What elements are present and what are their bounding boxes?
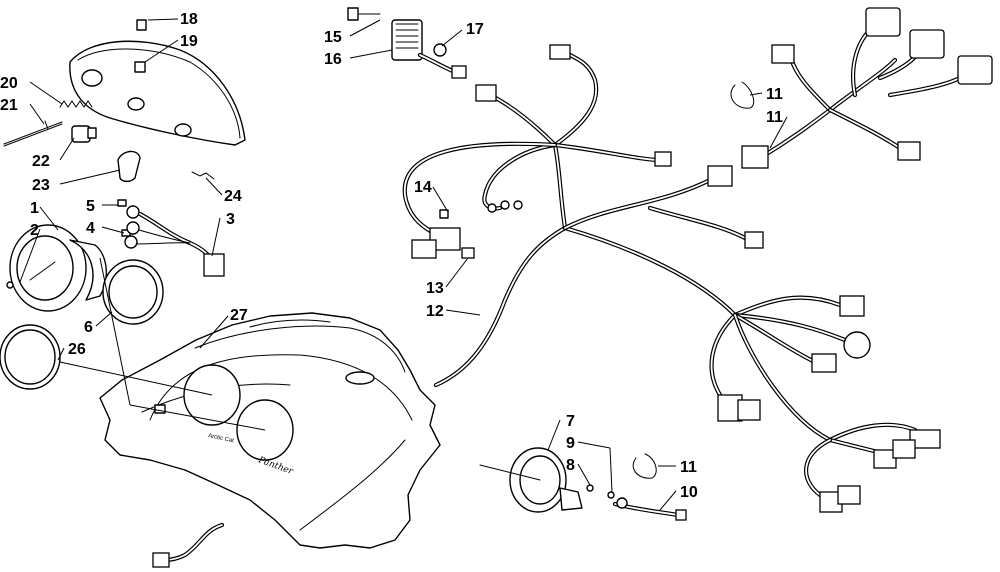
main-wiring-harness [402,44,941,513]
callout-25: 24 [224,188,242,205]
callout-23: 22 [32,153,50,170]
callout-15: 14 [414,179,432,196]
callout-26: 26 [68,341,86,358]
callout-11-upper: 11 [766,86,783,103]
callout-3: 3 [226,211,235,228]
hood-logo-decal: Arctic Cat [208,433,235,444]
callout-10: 10 [680,484,698,501]
callout-4: 4 [86,220,95,237]
relay-assembly [347,7,467,79]
callout-19: 18 [180,11,198,28]
callout-labels: 18 19 20 21 22 23 24 1 2 5 4 3 6 26 27 1… [0,11,783,501]
callout-11-lower: 11 [680,459,697,476]
callout-14: 13 [426,280,444,297]
callout-1: 1 [30,200,39,217]
gauge-assembly [0,199,225,390]
upper-right-harness [730,7,993,169]
callout-27: 27 [230,307,248,324]
callout-5: 5 [86,198,95,215]
headlight-assembly [3,19,246,183]
hood-console: Arctic Cat Panther [99,312,441,568]
callout-13: 12 [426,303,444,320]
callout-18: 17 [466,21,484,38]
callout-24: 23 [32,177,50,194]
callout-21: 20 [0,75,18,92]
callout-22: 21 [0,97,18,114]
callout-9: 9 [566,435,575,452]
callout-8: 8 [566,457,575,474]
callout-12: 11 [766,109,783,126]
callout-16: 15 [324,29,342,46]
callout-17: 16 [324,51,342,68]
callout-2: 2 [30,222,39,239]
leader-lines [19,18,788,511]
speedometer-assembly [479,447,687,521]
callout-6: 6 [84,319,93,336]
callout-7: 7 [566,413,575,430]
callout-20: 19 [180,33,198,50]
